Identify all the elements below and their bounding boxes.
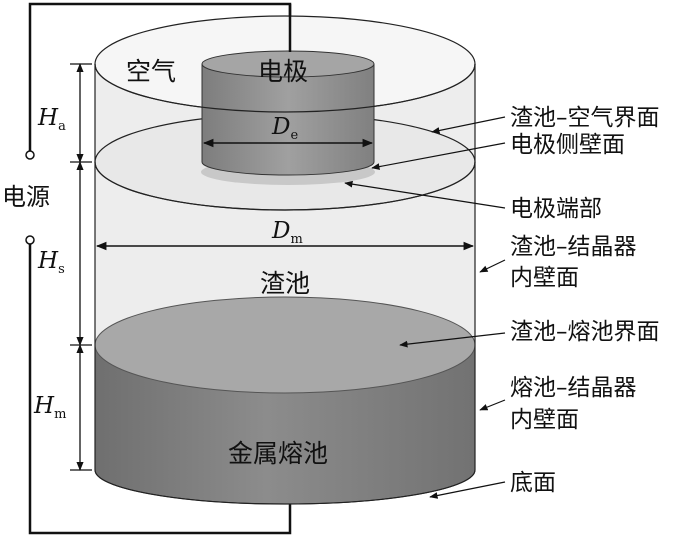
arrow-slag-metal <box>399 332 506 348</box>
callout-metal-mold-1: 熔池–结晶器 <box>510 375 637 401</box>
terminal-top <box>25 150 35 160</box>
height-dimensions <box>70 63 92 471</box>
callout-slag-mold-2: 内壁面 <box>510 265 579 291</box>
power-label: 电源 <box>2 183 50 211</box>
slag-metal-interface <box>94 296 476 394</box>
electrode-top <box>201 50 375 78</box>
arrow-electrode-tip <box>344 180 506 209</box>
slag-pool-label: 渣池 <box>260 269 310 298</box>
hs-symbol: Hs <box>37 248 65 277</box>
callout-electrode-tip: 电极端部 <box>510 196 602 222</box>
metal-pool <box>94 296 476 505</box>
mold-top-front-arc <box>94 63 476 113</box>
callout-arrows <box>344 116 506 499</box>
callout-metal-mold-2: 内壁面 <box>510 407 579 433</box>
terminal-bottom <box>25 235 35 245</box>
arrow-slag-air <box>431 116 506 134</box>
de-symbol: De <box>271 114 298 143</box>
ha-symbol: Ha <box>37 105 66 134</box>
bottom-wire <box>28 243 292 535</box>
metal-pool-label: 金属熔池 <box>228 439 328 468</box>
electrode <box>201 50 375 185</box>
electrode-side-wall <box>201 63 375 176</box>
callout-bottom: 底面 <box>510 470 556 496</box>
arrow-slag-mold <box>479 259 506 273</box>
air-label: 空气 <box>126 57 176 86</box>
callout-slag-air: 渣池–空气界面 <box>510 105 660 131</box>
callout-slag-mold-1: 渣池–结晶器 <box>510 234 637 260</box>
callout-slag-metal: 渣池–熔池界面 <box>510 319 660 345</box>
mold-bottom-rim <box>94 469 476 505</box>
hm-symbol: Hm <box>33 393 66 422</box>
slag-air-front-arc <box>94 161 476 211</box>
arrow-bottom <box>429 481 506 499</box>
electrode-label: 电极 <box>258 57 308 86</box>
arrow-metal-mold <box>479 399 506 411</box>
arrow-electrode-side <box>371 142 506 170</box>
callout-electrode-side: 电极侧壁面 <box>510 132 625 158</box>
dm-symbol: Dm <box>271 218 303 247</box>
